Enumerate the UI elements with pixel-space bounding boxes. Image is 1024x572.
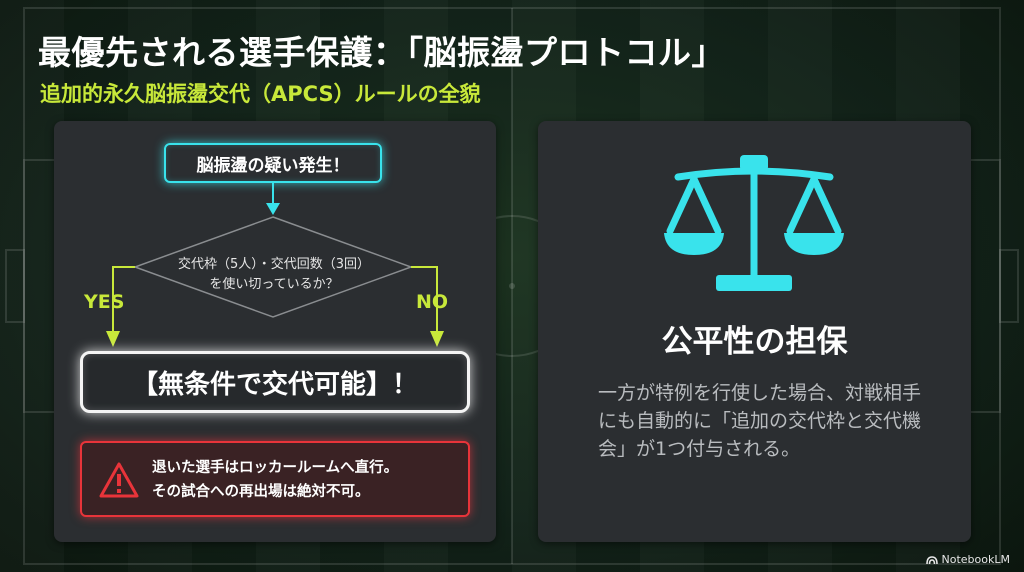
start-node: 脳振盪の疑い発生！: [164, 143, 382, 183]
warning-line-1: 退いた選手はロッカールームへ直行。: [152, 460, 399, 476]
yes-label: YES: [84, 291, 125, 313]
warning-line-2: その試合への再出場は絶対不可。: [152, 484, 370, 500]
warning-triangle-icon: [99, 462, 139, 498]
connector-no: [411, 266, 438, 331]
page-title: 最優先される選手保護：「脳振盪プロトコル」: [38, 33, 725, 72]
flowchart-panel: 脳振盪の疑い発生！ 交代枠（5人）・交代回数（3回） を使い切っているか？ YE…: [54, 121, 496, 542]
notebooklm-logo-icon: [925, 555, 938, 564]
no-label: NO: [416, 291, 449, 313]
flowchart-connectors: [106, 183, 444, 347]
fairness-panel: 公平性の担保 一方が特例を行使した場合、対戦相手にも自動的に「追加の交代枠と交代…: [538, 121, 971, 542]
warning-text: 退いた選手はロッカールームへ直行。 その試合への再出場は絶対不可。: [152, 456, 466, 504]
result-node: 【無条件で交代可能】！: [80, 351, 470, 413]
decision-diamond: [132, 216, 414, 318]
decision-line-2: を使い切っているか？: [209, 277, 339, 292]
balance-scale-icon: [664, 155, 844, 291]
arrowhead-yes: [106, 331, 120, 347]
arrowhead-no: [430, 331, 444, 347]
decision-line-1: 交代枠（5人）・交代回数（3回）: [177, 257, 371, 272]
fairness-body: 一方が特例を行使した場合、対戦相手にも自動的に「追加の交代枠と交代機会」が1つ付…: [598, 382, 922, 460]
connector-yes: [112, 266, 135, 331]
warning-box: 退いた選手はロッカールームへ直行。 その試合への再出場は絶対不可。: [80, 441, 470, 517]
fairness-heading: 公平性の担保: [661, 324, 848, 360]
branding-label: NotebookLM: [941, 553, 1010, 566]
decision-node-text: 交代枠（5人）・交代回数（3回） を使い切っているか？: [149, 255, 399, 295]
arrowhead-down-cyan: [266, 203, 280, 215]
page-subtitle: 追加的永久脳振盪交代（APCS）ルールの全貌: [40, 82, 481, 106]
branding: NotebookLM: [925, 553, 1010, 566]
